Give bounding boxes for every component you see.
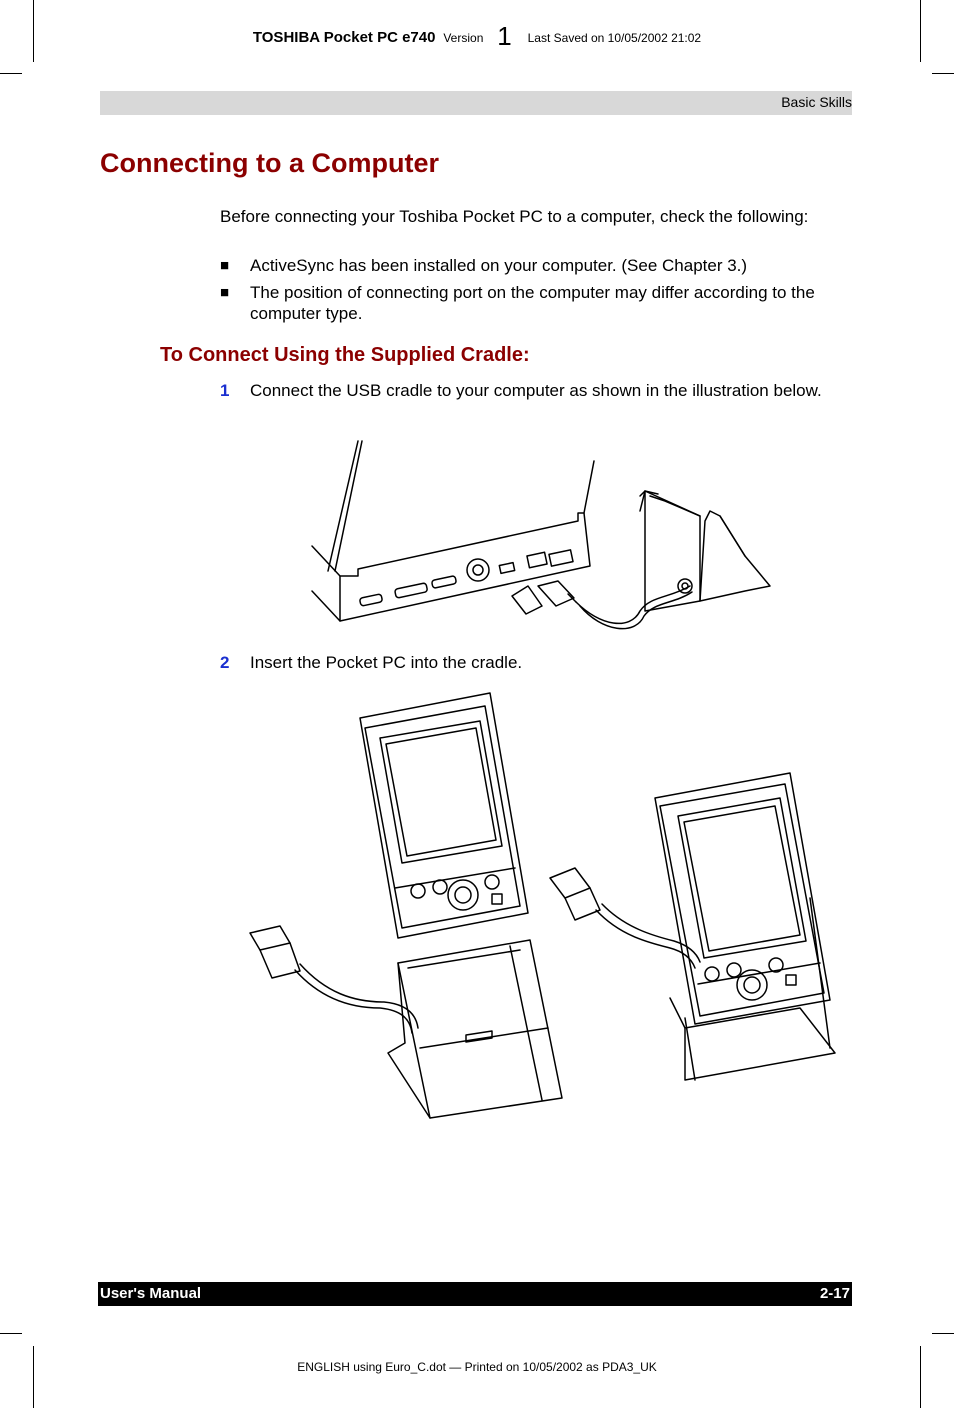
print-footer: ENGLISH using Euro_C.dot — Printed on 10… (297, 1360, 657, 1374)
footer-manual-label: User's Manual (100, 1285, 202, 1302)
crop-mark (33, 0, 34, 62)
last-saved: Last Saved on 10/05/2002 21:02 (527, 31, 702, 45)
section-subtitle: To Connect Using the Supplied Cradle: (160, 344, 530, 366)
crop-mark (0, 1333, 22, 1334)
crop-mark (0, 73, 22, 74)
step-text: Connect the USB cradle to your computer … (250, 381, 822, 400)
page-title: Connecting to a Computer (100, 148, 439, 178)
page-number: 2-17 (819, 1285, 850, 1302)
bullet-marker: ■ (220, 284, 230, 301)
bullet-marker: ■ (220, 257, 230, 274)
step-number: 2 (220, 653, 230, 672)
print-header: TOSHIBA Pocket PC e740 Version 1 Last Sa… (0, 18, 954, 51)
intro-paragraph: Before connecting your Toshiba Pocket PC… (220, 207, 809, 226)
crop-mark (920, 1346, 921, 1408)
footer-bar: User's Manual 2-17 (98, 1282, 852, 1306)
cradle-insertion-illustration (249, 692, 836, 1119)
step-text: Insert the Pocket PC into the cradle. (250, 653, 523, 672)
computer-connection-illustration (311, 440, 771, 630)
product-name: TOSHIBA Pocket PC e740 (252, 29, 436, 46)
section-label: Basic Skills (781, 94, 852, 110)
step-number: 1 (220, 381, 230, 400)
section-header-bar: Basic Skills (100, 91, 852, 115)
version-number: 1 (497, 21, 512, 51)
version-label: Version (443, 31, 484, 45)
bullet-text: ActiveSync has been installed on your co… (250, 256, 748, 275)
bullet-text: The position of connecting port on the c… (250, 283, 815, 323)
crop-mark (932, 1333, 954, 1334)
crop-mark (33, 1346, 34, 1408)
crop-mark (932, 73, 954, 74)
crop-mark (920, 0, 921, 62)
